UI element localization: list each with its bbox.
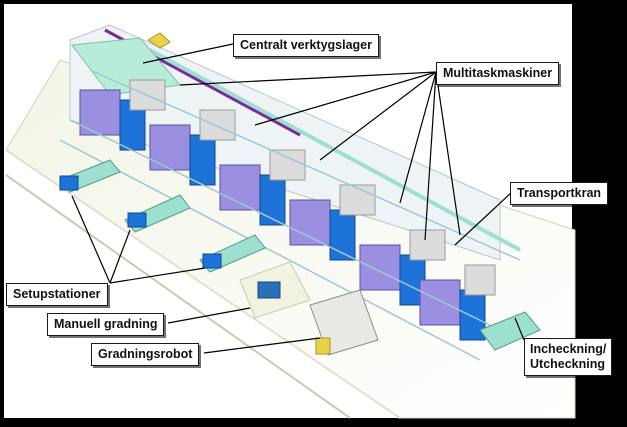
floor-edge-line — [5, 174, 351, 419]
label-manual-deburring: Manuell gradning — [47, 313, 165, 336]
label-deburring-robot: Gradningsrobot — [91, 343, 200, 366]
label-central-tool-storage: Centralt verktygslager — [233, 34, 380, 57]
deburring-robot — [315, 337, 331, 355]
tool-robot — [147, 32, 171, 49]
manual-deburring-machine — [257, 281, 281, 299]
label-transport-crane: Transportkran — [510, 182, 609, 205]
setup-stations — [59, 159, 266, 273]
label-setup-stations: Setupstationer — [6, 283, 108, 306]
leader-lines — [71, 43, 525, 354]
label-multitask-machines: Multitaskmaskiner — [436, 62, 560, 85]
machine-row — [79, 79, 496, 341]
floor-edge-line-2 — [5, 149, 401, 419]
label-check-in-out: Incheckning/ Utcheckning — [524, 338, 613, 376]
label-check-out: Utcheckning — [530, 357, 606, 371]
label-check-in: Incheckning/ — [530, 342, 607, 356]
structural-frame — [59, 69, 521, 361]
check-in-conveyor — [479, 311, 541, 351]
